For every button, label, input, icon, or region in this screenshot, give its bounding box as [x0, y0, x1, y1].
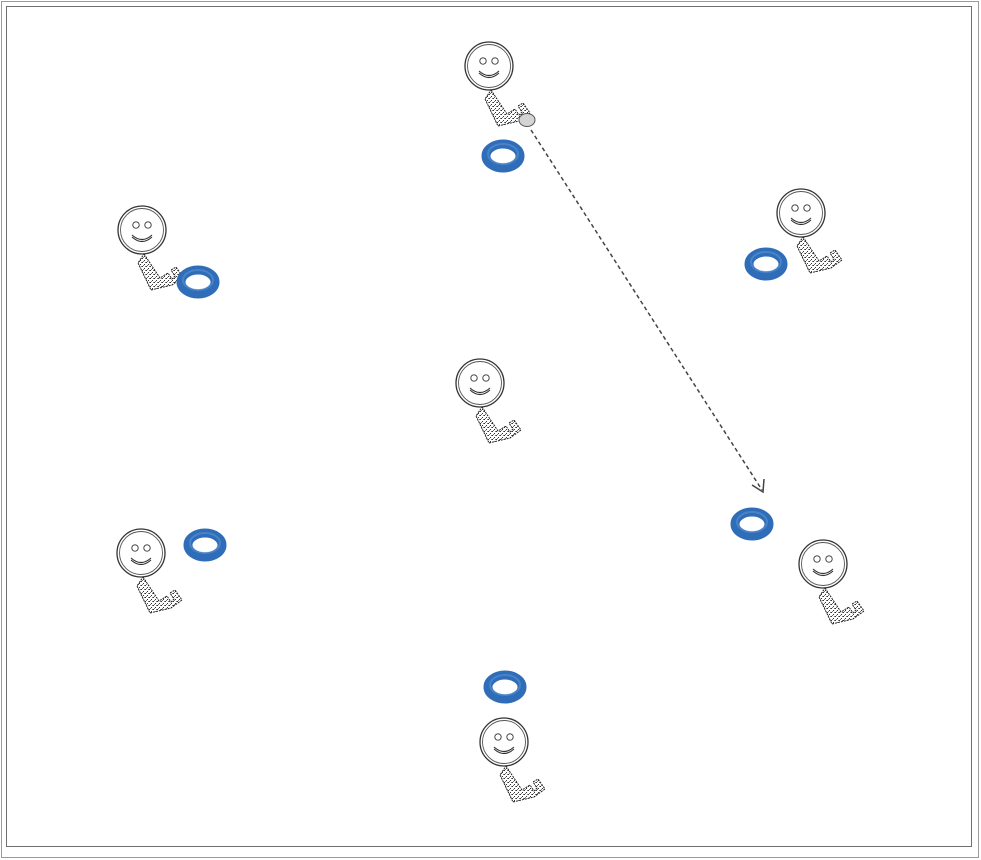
ring-highlight	[182, 269, 214, 291]
smiley-face-icon	[798, 539, 865, 625]
ring-top	[481, 139, 525, 173]
ring-highlight	[487, 143, 519, 165]
ring-lower-right	[730, 507, 774, 541]
smiley-face-icon	[116, 528, 183, 614]
player-lower-left	[116, 528, 183, 614]
ring-upper-left	[176, 265, 220, 299]
smiley-face-icon	[117, 205, 184, 291]
smiley-face-icon	[455, 358, 522, 444]
player-lower-right	[798, 539, 865, 625]
ring-upper-right	[744, 247, 788, 281]
smiley-face-icon	[479, 717, 546, 803]
field-border	[6, 6, 972, 847]
ring-highlight	[736, 511, 768, 533]
pass-trajectory-line	[530, 129, 763, 491]
pass-arrow	[530, 129, 765, 494]
player-center	[455, 358, 522, 444]
rings-layer	[176, 139, 788, 704]
player-upper-left	[117, 205, 184, 291]
ball-icon	[518, 113, 536, 127]
arrowhead-icon	[751, 478, 765, 494]
ring-highlight	[750, 251, 782, 273]
player-bottom	[479, 717, 546, 803]
player-top	[464, 41, 531, 127]
ring-lower-left	[183, 528, 227, 562]
ring-highlight	[189, 532, 221, 554]
ring-highlight	[489, 674, 521, 696]
ring-bottom	[483, 670, 527, 704]
smiley-face-icon	[464, 41, 531, 127]
